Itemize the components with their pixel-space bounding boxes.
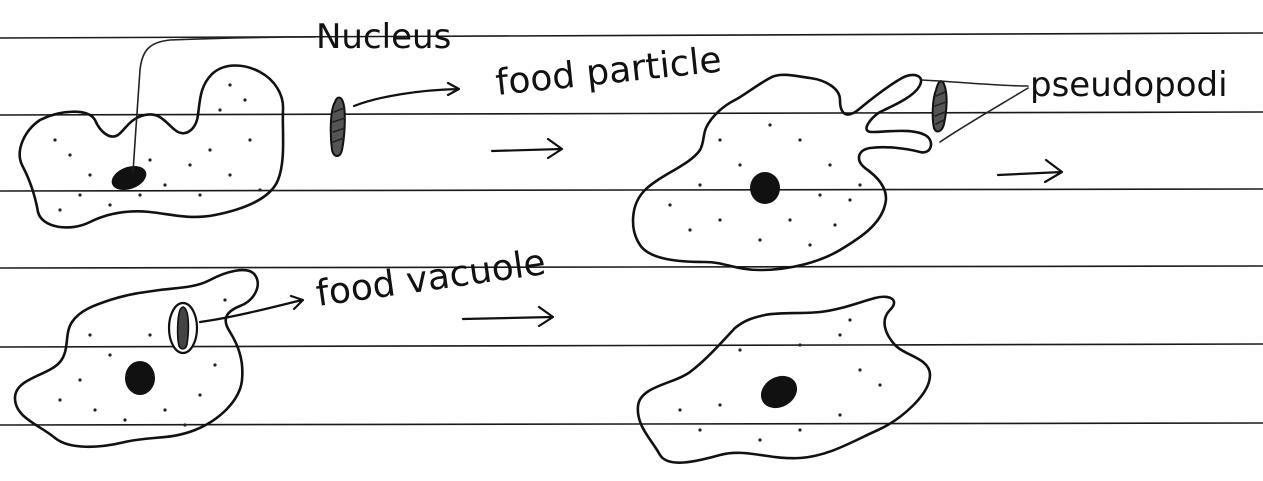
amoeba-stage-2 xyxy=(633,75,931,270)
nucleus-leader-line xyxy=(133,37,315,172)
pseudopodia-leader-line xyxy=(940,88,1028,142)
nucleus-blob xyxy=(755,370,803,415)
ruled-line xyxy=(0,266,1263,268)
nucleus-label: Nucleus xyxy=(316,17,451,57)
amoeba-stage-1 xyxy=(20,66,283,228)
nucleus-blob xyxy=(125,361,155,395)
food-particle-label: food particle xyxy=(494,39,724,103)
pseudopodia-label: pseudopodi xyxy=(1030,65,1228,105)
amoeba-outline xyxy=(633,75,931,270)
amoeba-stage-4 xyxy=(638,297,930,463)
ruled-line xyxy=(0,112,1263,115)
food-vacuole-label: food vacuole xyxy=(314,242,549,315)
ruled-line xyxy=(0,33,1263,38)
ruled-line xyxy=(0,423,1263,425)
arrow-right-icon xyxy=(463,307,553,326)
arrow-right-icon xyxy=(998,160,1062,182)
food-particle xyxy=(331,98,345,157)
food-particle-engulfing xyxy=(933,81,947,131)
pseudopodia-label-group: pseudopodi xyxy=(922,65,1228,142)
food-particle-leader-arrow xyxy=(354,83,459,106)
amoeba-outline xyxy=(15,270,258,447)
cytoplasm-dots xyxy=(53,83,261,211)
food-vacuole-content xyxy=(178,307,189,349)
nucleus-blob xyxy=(750,172,780,204)
amoeba-outline xyxy=(20,66,283,228)
amoeba-stage-3 xyxy=(15,270,258,447)
ruled-line xyxy=(0,189,1263,191)
nucleus-blob xyxy=(108,162,149,195)
food-vacuole-label-group: food vacuole xyxy=(200,242,548,322)
arrow-right-icon xyxy=(492,139,562,158)
